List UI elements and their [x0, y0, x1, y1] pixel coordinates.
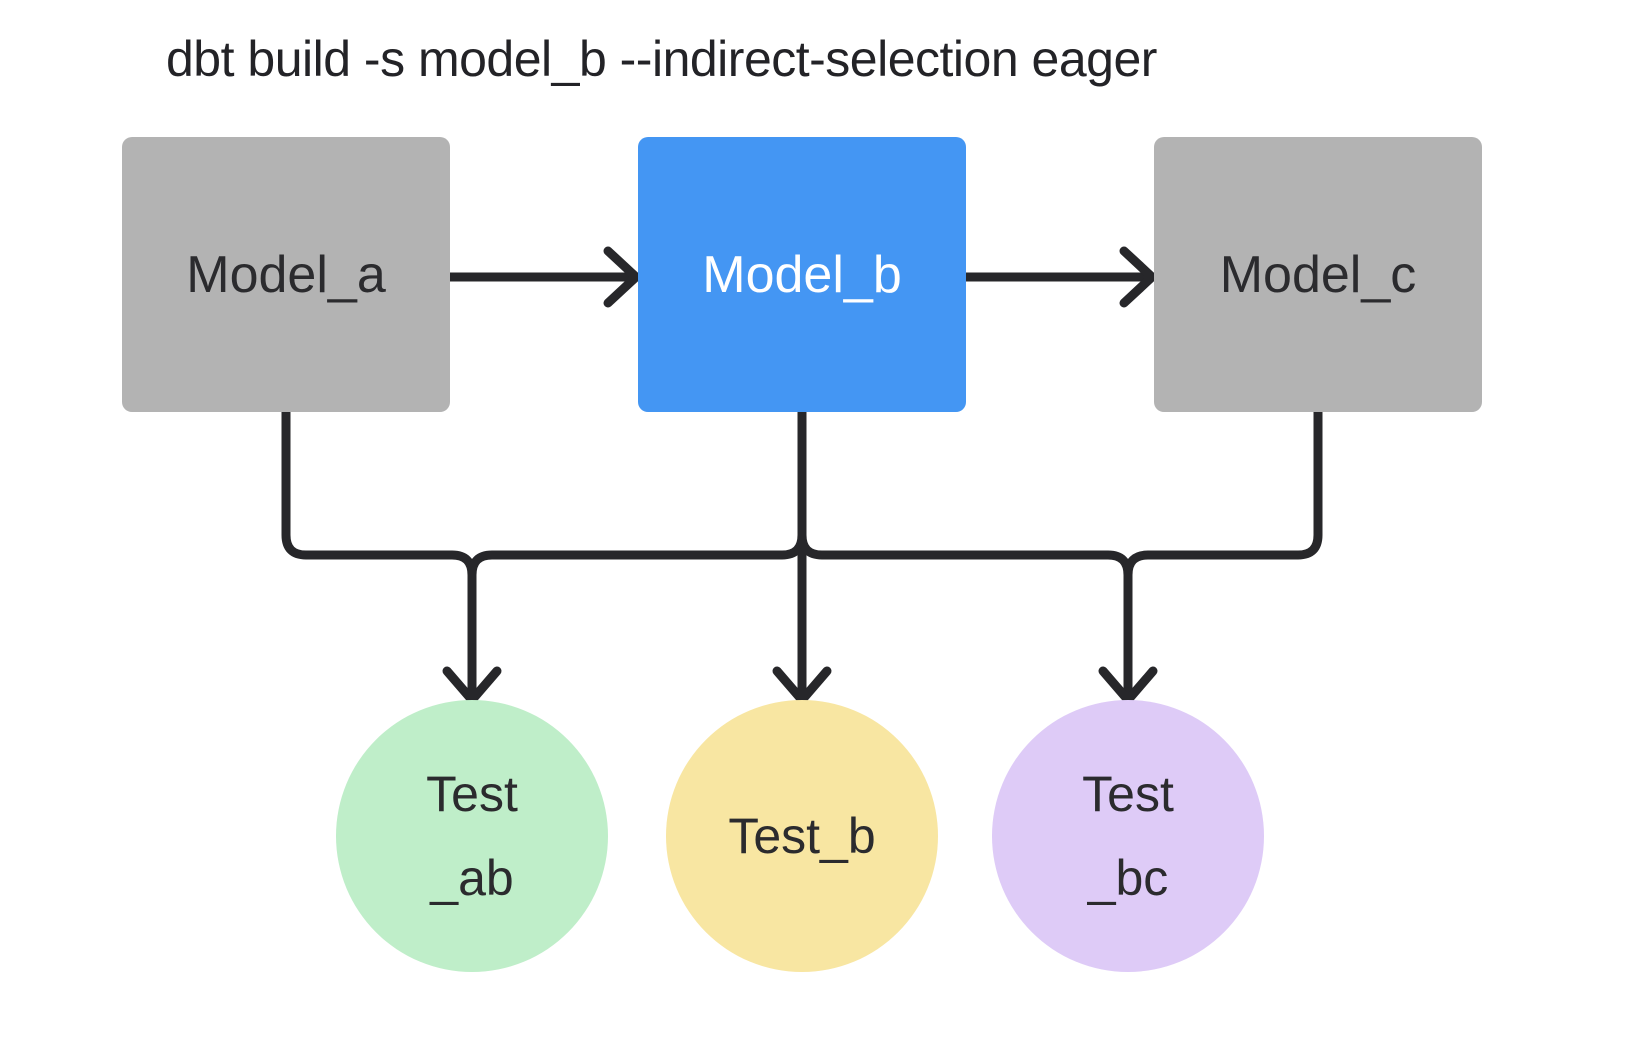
- diagram-title: dbt build -s model_b --indirect-selectio…: [166, 31, 1157, 87]
- node-test-b: Test_b: [666, 700, 938, 972]
- node-test-bc: Test _bc: [992, 700, 1264, 972]
- node-test-ab: Test _ab: [336, 700, 608, 972]
- edge-model-a-to-test-ab: [281, 407, 477, 702]
- node-test-bc-label-line2: _bc: [1087, 850, 1169, 906]
- arrowhead-into-model-c-icon: [1119, 246, 1157, 308]
- node-test-bc-label-line1: Test: [1082, 766, 1174, 822]
- edge-model-c-to-test-bc: [1123, 407, 1323, 702]
- arrowhead-into-model-b-icon: [603, 246, 641, 308]
- node-model-c: Model_c: [1154, 137, 1482, 412]
- node-model-b: Model_b: [638, 137, 966, 412]
- node-model-c-label: Model_c: [1219, 245, 1417, 304]
- node-test-ab-label-line2: _ab: [430, 850, 514, 906]
- node-model-b-label: Model_b: [702, 245, 902, 304]
- node-test-ab-label-line1: Test: [426, 766, 518, 822]
- edge-model-b-to-test-bc: [797, 407, 1133, 702]
- node-model-a: Model_a: [122, 137, 450, 412]
- node-test-b-label: Test_b: [728, 808, 876, 864]
- node-model-a-label: Model_a: [186, 245, 386, 304]
- edge-model-b-to-test-ab: [467, 407, 807, 702]
